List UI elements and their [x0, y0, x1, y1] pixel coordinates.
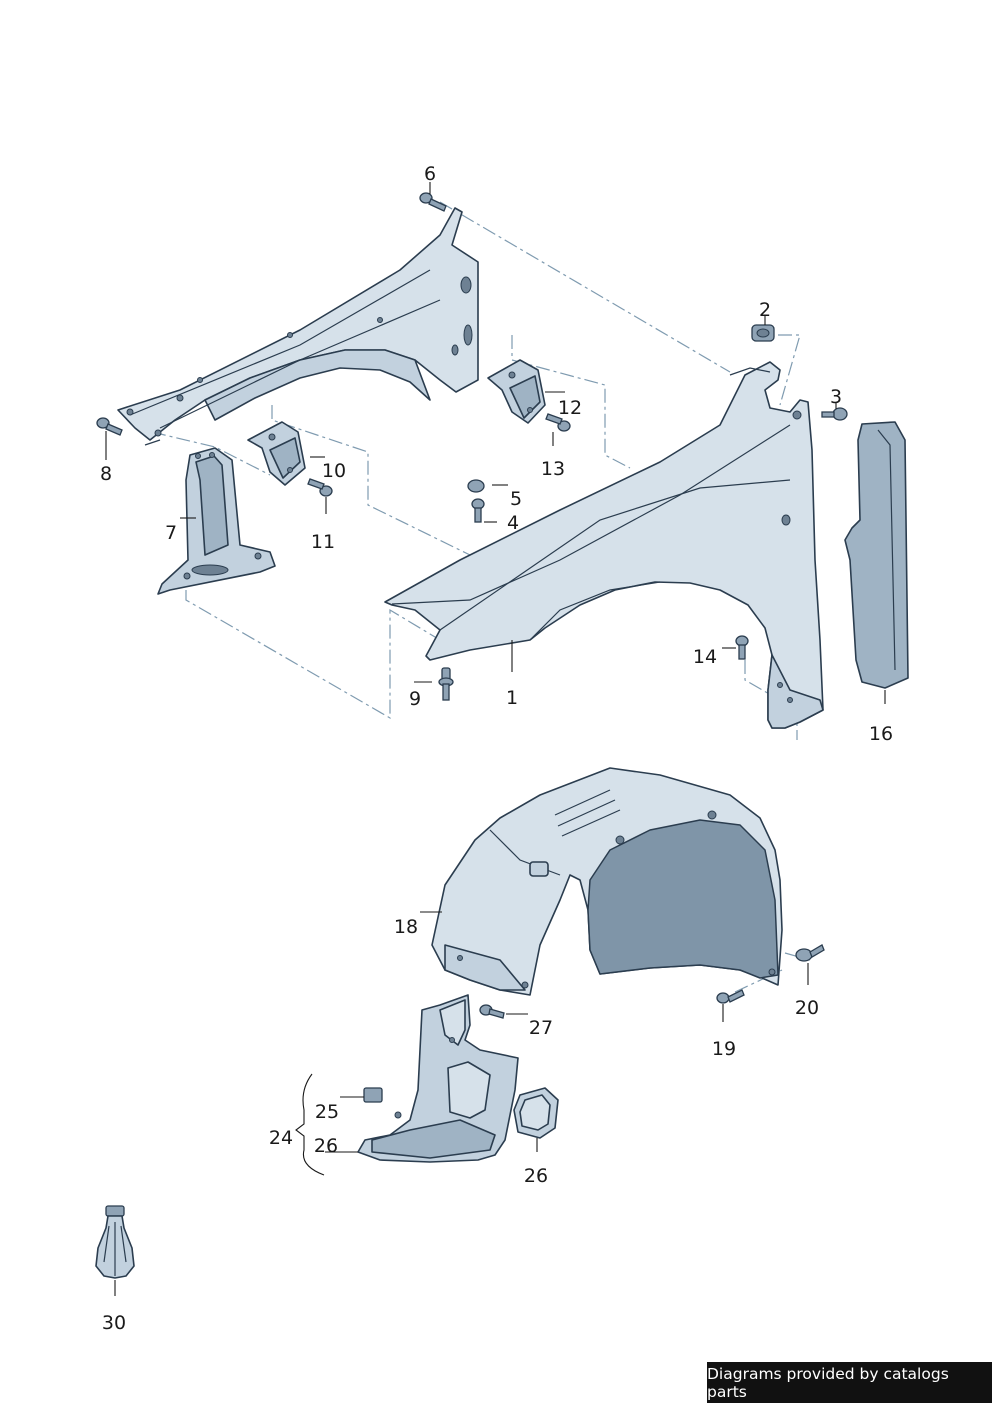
bolt-4 — [471, 498, 485, 523]
credit-banner: Diagrams provided by catalogs parts — [707, 1362, 992, 1403]
callout-13: 13 — [541, 458, 565, 480]
bolt-11 — [307, 478, 333, 497]
callout-14: 14 — [693, 646, 717, 668]
bracket-12 — [487, 359, 546, 424]
clip-nut-2 — [751, 324, 775, 342]
callout-10: 10 — [322, 460, 346, 482]
callout-1: 1 — [506, 687, 518, 709]
credit-text: Diagrams provided by catalogs parts — [707, 1364, 949, 1401]
callout-30: 30 — [102, 1312, 126, 1334]
bolt-3 — [821, 407, 848, 421]
callout-9: 9 — [409, 688, 421, 710]
nut-5 — [467, 479, 485, 493]
bolt-9 — [438, 667, 454, 701]
front-fender — [384, 361, 824, 729]
callout-11: 11 — [311, 531, 335, 553]
callout-19: 19 — [712, 1038, 736, 1060]
callout-25: 25 — [315, 1101, 339, 1123]
callout-7: 7 — [165, 522, 177, 544]
leader-lines — [105, 182, 886, 1296]
callout-labels: 6 2 3 12 8 13 10 5 4 7 11 14 9 1 16 18 2… — [100, 163, 893, 1334]
callout-8: 8 — [100, 463, 112, 485]
bracket-10 — [247, 421, 306, 486]
clip-25 — [363, 1087, 383, 1103]
bracket-7 — [157, 447, 276, 595]
callout-4: 4 — [507, 512, 519, 534]
callout-20: 20 — [795, 997, 819, 1019]
screw-27 — [479, 1004, 505, 1019]
wheelhouse-member — [117, 207, 479, 446]
bolt-14 — [735, 635, 749, 660]
callout-26-b: 26 — [524, 1165, 548, 1187]
callout-18: 18 — [394, 916, 418, 938]
callout-12: 12 — [558, 397, 582, 419]
callout-24: 24 — [269, 1127, 293, 1149]
bolt-6 — [419, 192, 447, 212]
callout-26-a: 26 — [314, 1135, 338, 1157]
liner-section-24 — [357, 994, 519, 1163]
part-30 — [95, 1205, 135, 1279]
seal-16 — [844, 421, 909, 689]
callout-2: 2 — [759, 299, 771, 321]
callout-5: 5 — [510, 488, 522, 510]
gasket-26 — [513, 1087, 559, 1139]
screw-19 — [716, 989, 745, 1004]
bolt-13 — [545, 413, 571, 432]
callout-16: 16 — [869, 723, 893, 745]
callout-6: 6 — [424, 163, 436, 185]
callout-27: 27 — [529, 1017, 553, 1039]
callout-3: 3 — [830, 386, 842, 408]
expanding-rivet-20 — [795, 944, 825, 962]
bolt-8 — [96, 417, 123, 436]
wheel-housing-liner-18 — [431, 767, 783, 996]
